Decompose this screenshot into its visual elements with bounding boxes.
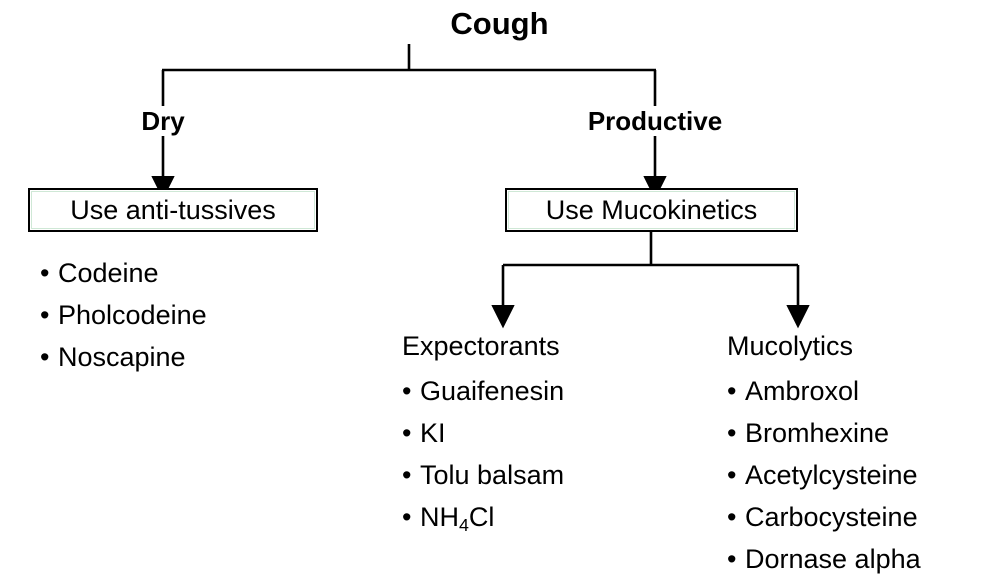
bullet-icon: • xyxy=(727,460,737,490)
drug-list-item-label: Codeine xyxy=(58,258,159,288)
drug-list-anti-tussives: • Codeine • Pholcodeine • Noscapine xyxy=(40,252,207,378)
drug-list-item-label: Tolu balsam xyxy=(420,460,565,490)
drug-list-item-label: Pholcodeine xyxy=(58,300,207,330)
drug-list-item: • Noscapine xyxy=(40,336,207,378)
root-node-cough: Cough xyxy=(450,6,549,41)
branch-label-productive: Productive xyxy=(587,106,723,136)
bullet-icon: • xyxy=(727,376,737,406)
drug-list-item: • Pholcodeine xyxy=(40,294,207,336)
process-box-anti-tussives-label: Use anti-tussives xyxy=(70,194,276,225)
drug-list-item: • Guaifenesin xyxy=(402,370,564,412)
drug-group-mucolytics-heading: Mucolytics xyxy=(727,331,854,361)
bullet-icon: • xyxy=(40,342,50,372)
drug-list-item-label: Carbocysteine xyxy=(745,502,918,532)
drug-group-mucolytics: Mucolytics • Ambroxol • Bromhexine • Acetylcy… xyxy=(727,333,921,580)
bullet-icon: • xyxy=(727,418,737,448)
drug-list-item: • Carbocysteine xyxy=(727,496,921,538)
process-box-mucokinetics-label: Use Mucokinetics xyxy=(545,194,758,225)
drug-list-item-label: NH4Cl xyxy=(420,502,495,535)
process-box-anti-tussives: Use anti-tussives xyxy=(28,188,318,232)
drug-list-item: • KI xyxy=(402,412,564,454)
drug-group-anti-tussives: • Codeine • Pholcodeine • Noscapine xyxy=(40,252,207,378)
bullet-icon: • xyxy=(402,418,412,448)
drug-list-item-label: Ambroxol xyxy=(745,376,860,406)
bullet-icon: • xyxy=(727,502,737,532)
bullet-icon: • xyxy=(40,300,50,330)
drug-list-item-label: KI xyxy=(420,418,446,448)
drug-list-item: • Acetylcysteine xyxy=(727,454,921,496)
drug-list-item-label: Guaifenesin xyxy=(420,376,565,406)
drug-list-mucolytics: • Ambroxol • Bromhexine • Acetylcysteine • Carb… xyxy=(727,370,921,580)
drug-list-expectorants: • Guaifenesin • KI • Tolu balsam • NH4Cl xyxy=(402,370,564,541)
bullet-icon: • xyxy=(402,502,412,532)
drug-group-expectorants-heading: Expectorants xyxy=(402,331,560,361)
drug-list-item: • NH4Cl xyxy=(402,496,564,541)
bullet-icon: • xyxy=(40,258,50,288)
drug-list-item: • Bromhexine xyxy=(727,412,921,454)
bullet-icon: • xyxy=(402,460,412,490)
bullet-icon: • xyxy=(727,544,737,574)
drug-list-item: • Ambroxol xyxy=(727,370,921,412)
drug-list-item: • Dornase alpha xyxy=(727,538,921,580)
drug-list-item-label: Dornase alpha xyxy=(745,544,921,574)
drug-list-item: • Codeine xyxy=(40,252,207,294)
drug-list-item-label: Bromhexine xyxy=(745,418,890,448)
drug-list-item-label: Acetylcysteine xyxy=(745,460,918,490)
branch-label-dry: Dry xyxy=(141,106,185,136)
drug-group-expectorants: Expectorants • Guaifenesin • KI • Tolu balsam… xyxy=(402,333,564,541)
bullet-icon: • xyxy=(402,376,412,406)
drug-list-item-label: Noscapine xyxy=(58,342,186,372)
process-box-mucokinetics: Use Mucokinetics xyxy=(505,188,798,232)
drug-list-item: • Tolu balsam xyxy=(402,454,564,496)
